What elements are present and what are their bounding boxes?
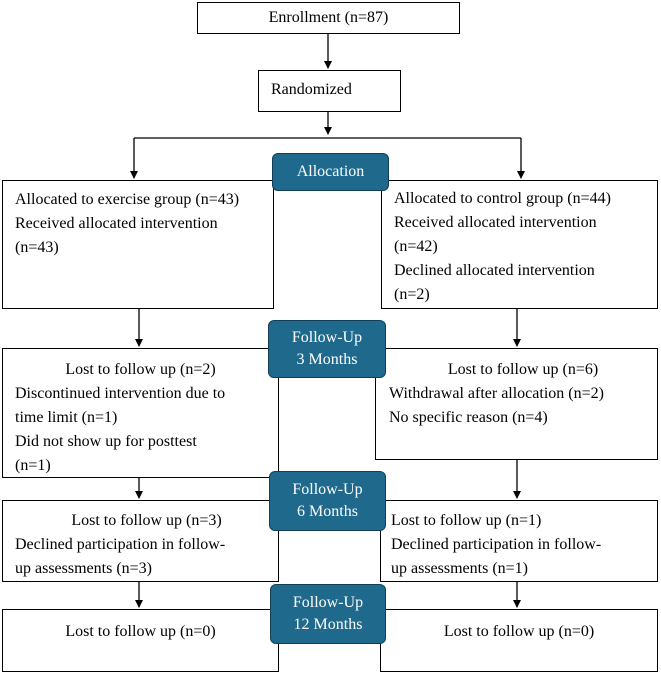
fu12-stage-line-1: Follow-Up xyxy=(292,594,364,611)
exercise-fu3-box: Lost to follow up (n=2) Discontinued int… xyxy=(2,348,279,478)
fu3-stage-line-2: 3 Months xyxy=(296,351,358,368)
exercise-fu3-line-2: time limit (n=1) xyxy=(15,409,118,426)
fu6-stage-label: Follow-Up 6 Months xyxy=(269,471,386,531)
control-fu6-box: Lost to follow up (n=1) Declined partici… xyxy=(380,500,658,582)
enrollment-box: Enrollment (n=87) xyxy=(197,2,460,34)
control-allocation-box: Allocated to control group (n=44) Receiv… xyxy=(381,180,658,309)
control-allocation-line-2: Received allocated intervention xyxy=(394,214,597,231)
fu3-stage-label: Follow-Up 3 Months xyxy=(268,320,386,378)
control-fu12-box: Lost to follow up (n=0) xyxy=(380,609,658,672)
exercise-fu12-box: Lost to follow up (n=0) xyxy=(2,609,279,672)
fu6-stage-line-1: Follow-Up xyxy=(292,481,363,498)
randomized-box: Randomized xyxy=(258,70,401,112)
exercise-fu3-line-3: Did not show up for posttest xyxy=(15,433,197,450)
enrollment-label: Enrollment (n=87) xyxy=(268,9,389,26)
control-allocation-line-1: Allocated to control group (n=44) xyxy=(394,190,611,207)
randomized-label: Randomized xyxy=(271,81,352,98)
allocation-stage-label: Allocation xyxy=(272,153,389,191)
exercise-fu12-heading: Lost to follow up (n=0) xyxy=(65,623,216,640)
fu3-stage-line-1: Follow-Up xyxy=(291,329,363,346)
exercise-allocation-box: Allocated to exercise group (n=43) Recei… xyxy=(2,180,274,309)
control-fu3-line-1: Withdrawal after allocation (n=2) xyxy=(389,385,604,402)
control-allocation-line-5: (n=2) xyxy=(394,286,430,303)
exercise-fu6-box: Lost to follow up (n=3) Declined partici… xyxy=(2,500,279,582)
exercise-fu3-line-4: (n=1) xyxy=(15,457,51,474)
exercise-fu3-heading: Lost to follow up (n=2) xyxy=(65,361,216,378)
exercise-fu6-heading: Lost to follow up (n=3) xyxy=(71,512,222,529)
control-fu3-box: Lost to follow up (n=6) Withdrawal after… xyxy=(375,348,658,460)
control-fu6-line-2: up assessments (n=1) xyxy=(391,560,529,577)
exercise-allocation-line-1: Allocated to exercise group (n=43) xyxy=(15,191,240,208)
fu6-stage-line-2: 6 Months xyxy=(297,503,358,520)
exercise-allocation-line-2: Received allocated intervention xyxy=(15,215,218,232)
allocation-stage-text: Allocation xyxy=(296,163,365,180)
control-fu3-line-2: No specific reason (n=4) xyxy=(389,409,548,426)
fu12-stage-line-2: 12 Months xyxy=(293,616,363,633)
control-fu6-heading: Lost to follow up (n=1) xyxy=(391,512,542,529)
fu12-stage-label: Follow-Up 12 Months xyxy=(270,584,386,644)
control-allocation-line-3: (n=42) xyxy=(394,238,438,255)
exercise-allocation-line-3: (n=43) xyxy=(15,239,59,256)
control-allocation-line-4: Declined allocated intervention xyxy=(394,262,595,279)
exercise-fu6-line-2: up assessments (n=3) xyxy=(15,560,153,577)
control-fu6-line-1: Declined participation in follow- xyxy=(391,536,602,553)
exercise-fu3-line-1: Discontinued intervention due to xyxy=(15,385,226,402)
control-fu3-heading: Lost to follow up (n=6) xyxy=(447,361,599,378)
exercise-fu6-line-1: Declined participation in follow- xyxy=(15,536,226,553)
control-fu12-heading: Lost to follow up (n=0) xyxy=(443,623,595,640)
